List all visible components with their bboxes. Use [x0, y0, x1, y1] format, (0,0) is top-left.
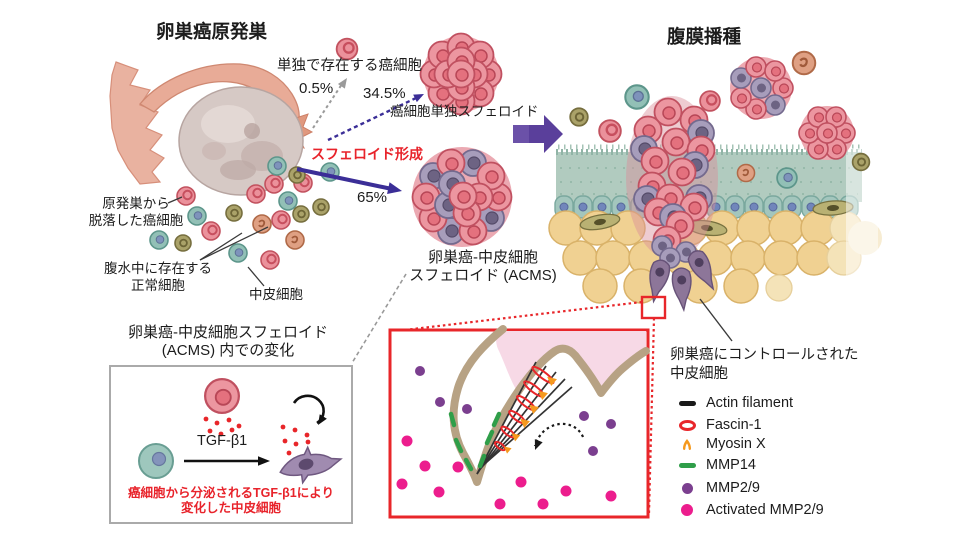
tgf-autocrine-loop-arrow: [292, 394, 327, 428]
ascites-normal-label-line1: 腹水中に存在する: [104, 261, 212, 276]
tgf-arrow: [184, 456, 270, 466]
actin-filament-icon: [677, 400, 697, 406]
single-cell-label: 単独で存在する癌細胞: [277, 58, 422, 74]
legend-label: MMP2/9: [706, 480, 760, 496]
acms-label-line1: 卵巣癌-中皮細胞: [428, 249, 538, 266]
acms-label-line2: スフェロイド (ACMS): [409, 267, 557, 284]
tumor-texture: [202, 142, 226, 160]
flow-arrow-cancer-spheroid: [327, 90, 426, 142]
cancer-spheroid-label: 癌細胞単独スフェロイド: [390, 104, 539, 119]
tgf-change-box: [109, 365, 353, 524]
spheroid-formation-label: スフェロイド形成: [311, 146, 423, 162]
tgf-mesothelial-cell: [138, 443, 174, 479]
acms-changebox-connector: [351, 273, 407, 364]
primary-site-title: 卵巣癌原発巣: [156, 21, 268, 42]
legend-label: Fascin-1: [706, 417, 762, 433]
cancer-spheroid: [419, 32, 503, 116]
myosin-x-marks: [503, 376, 557, 454]
mmp14-marks: [448, 411, 502, 472]
tgf-transformed-cell: [279, 445, 343, 485]
tgf-b1-label: TGF-β1: [197, 433, 248, 449]
ascites-normal-label-line2: 正常細胞: [131, 278, 185, 293]
legend-item-mmp2-9: MMP2/9: [677, 479, 760, 497]
tgf-caption-line1: 癌細胞から分泌されるTGF-β1により: [128, 486, 334, 500]
embedded-immune-cell: [736, 163, 756, 183]
flow-arrow-single: [312, 75, 351, 129]
fimbriae-left: [109, 61, 165, 185]
mmp14-icon: [677, 462, 697, 468]
acms-pct: 65%: [357, 189, 388, 206]
tumor-texture: [201, 105, 255, 143]
detached-cells-label-line1: 原発巣から: [102, 196, 170, 211]
controlled-label-line2: 中皮細胞: [670, 366, 728, 382]
legend-label: Actin filament: [706, 395, 794, 411]
legend-item-actin: Actin filament: [677, 394, 793, 412]
single-cell-pct: 0.5%: [299, 80, 334, 97]
peritoneum-illustration: [548, 50, 882, 312]
single-cancer-cell: [335, 37, 359, 61]
dissemination-arrow: [513, 115, 563, 153]
tgf-cancer-cell: [204, 378, 240, 414]
legend-item-activated-mmp2-9: Activated MMP2/9: [677, 501, 824, 519]
legend-item-mmp14: MMP14: [677, 456, 756, 474]
adipose-layer: [548, 198, 882, 304]
tgf-secretion-dots: [203, 416, 311, 456]
embedded-mesothelial-cell: [776, 167, 798, 189]
label-pointer-lines: [167, 196, 269, 287]
detached-cells-label-line2: 脱落した癌細胞: [88, 213, 184, 228]
tgf-caption-line2: 変化した中皮細胞: [180, 501, 281, 515]
cytoplasm: [496, 331, 646, 392]
mmp2-9-dots: [415, 366, 616, 456]
legend-item-fascin1: Fascin-1: [677, 416, 762, 434]
dissemination-title: 腹膜播種: [667, 26, 742, 47]
rotation-arrow: [531, 422, 585, 452]
mmp2-9-icon: [677, 482, 697, 494]
legend-label: MMP14: [706, 457, 756, 473]
inset-invadopodium: [388, 325, 650, 519]
activated-mmp2-9-icon: [677, 504, 697, 516]
tumor-texture: [220, 160, 256, 180]
mesothelial-cell-label: 中皮細胞: [249, 287, 303, 302]
acms-spheroid: [411, 147, 513, 247]
zoom-source-box: [640, 295, 667, 320]
floating-cancer-spheroid: [798, 106, 856, 160]
cancer-spheroid-pct: 34.5%: [363, 85, 406, 102]
fallopian-tube: [139, 63, 300, 130]
invading-tumor: [626, 96, 723, 312]
legend-label: Activated MMP2/9: [706, 502, 824, 518]
activated-mmp2-9-dots: [396, 435, 617, 510]
controlled-cell-pointer: [699, 298, 733, 342]
legend-label: Myosin X: [706, 436, 766, 452]
controlled-label-line1: 卵巣癌にコントロールされた: [670, 347, 859, 363]
flow-arrow-acms: [296, 167, 402, 194]
myosin-x-icon: [677, 437, 697, 452]
legend-item-myosin-x: Myosin X: [677, 435, 766, 453]
floating-acms-spheroid: [730, 56, 794, 120]
change-box-title-line2: (ACMS) 内での変化: [161, 342, 295, 359]
tumor-texture: [244, 123, 260, 139]
change-box-title-line1: 卵巣癌-中皮細胞スフェロイド: [128, 324, 328, 341]
ovary-illustration: [109, 61, 314, 196]
fascin-1-icon: [677, 419, 697, 431]
